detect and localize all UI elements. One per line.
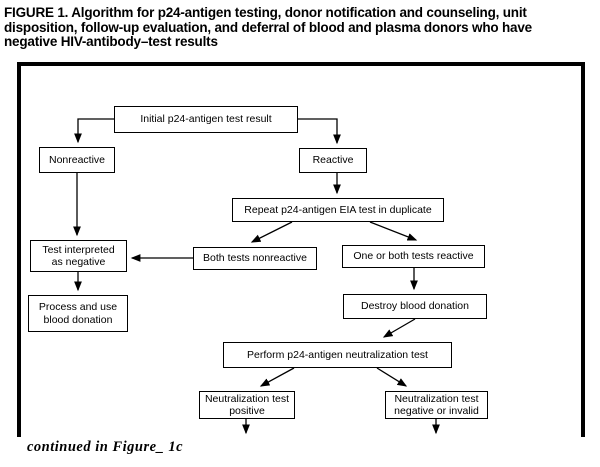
flow-node-label-line-2: positive	[229, 405, 265, 417]
flow-node-label: Both tests nonreactive	[203, 252, 307, 265]
flow-node-label-line-1: Neutralization test	[204, 392, 290, 405]
figure-title-line-2: disposition, follow-up evaluation, and d…	[4, 19, 532, 35]
flow-node-destroy-blood-donation: Destroy blood donation	[343, 294, 487, 319]
flow-node-label-line-2: negative or invalid	[394, 405, 479, 417]
flow-node-perform-neutralization-test: Perform p24-antigen neutralization test	[223, 342, 452, 368]
flow-node-process-and-use-blood-donation: Process and use blood donation	[28, 295, 128, 332]
flow-node-neutralization-test-positive: Neutralization test positive	[199, 391, 295, 419]
flow-node-label: Reactive	[312, 154, 354, 167]
figure-title-line-1: FIGURE 1. Algorithm for p24-antigen test…	[4, 5, 527, 20]
flow-node-label-line-1: Neutralization test	[394, 392, 479, 405]
flow-node-label: Repeat p24-antigen EIA test in duplicate	[244, 203, 432, 216]
flow-node-label-line-2: blood donation	[43, 313, 113, 326]
flow-node-neutralization-test-negative-invalid: Neutralization test negative or invalid	[385, 391, 488, 419]
flow-node-label: Initial p24-antigen test result	[140, 113, 272, 126]
flow-node-label-line-1: Process and use	[38, 301, 118, 313]
continued-in-figure-note: continued in Figure_ 1c	[27, 439, 184, 455]
flow-node-reactive: Reactive	[299, 148, 367, 173]
flow-node-nonreactive: Nonreactive	[39, 147, 115, 173]
figure-border-frame	[17, 62, 585, 437]
flow-node-label-line-1: Test interpreted	[42, 243, 115, 256]
flow-node-initial-p24-test-result: Initial p24-antigen test result	[114, 106, 298, 133]
flow-node-one-or-both-tests-reactive: One or both tests reactive	[342, 245, 485, 268]
flow-node-both-tests-nonreactive: Both tests nonreactive	[193, 247, 317, 270]
figure-title: FIGURE 1. Algorithm for p24-antigen test…	[4, 5, 598, 50]
flow-node-repeat-eia-duplicate: Repeat p24-antigen EIA test in duplicate	[232, 198, 444, 222]
flow-node-label: One or both tests reactive	[353, 250, 474, 263]
flow-node-label-line-2: as negative	[51, 256, 106, 268]
flow-node-label: Destroy blood donation	[361, 300, 469, 313]
figure-title-line-3: negative HIV-antibody–test results	[4, 34, 218, 49]
flow-node-test-interpreted-negative: Test interpreted as negative	[30, 240, 127, 272]
flow-node-label: Nonreactive	[48, 153, 106, 166]
flow-node-label: Perform p24-antigen neutralization test	[247, 348, 428, 361]
